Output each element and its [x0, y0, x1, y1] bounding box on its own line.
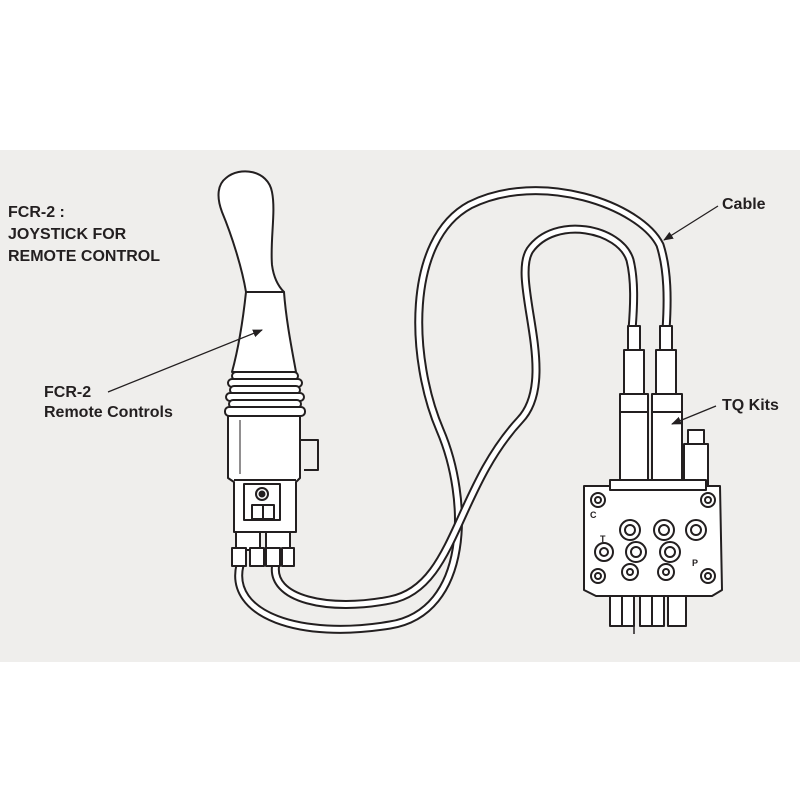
remote-controls-label-line-2: Remote Controls [44, 404, 173, 421]
port-letter-t: T [600, 534, 606, 544]
remote-controls-label-line-1: FCR-2 [44, 384, 92, 401]
title-line-1: FCR-2 : [8, 204, 65, 221]
joystick [217, 170, 319, 567]
cable-leader [663, 205, 719, 241]
joystick-grip [217, 170, 285, 293]
title-line-3: REMOTE CONTROL [8, 248, 160, 265]
tq-kit [619, 325, 683, 481]
title-line-2: JOYSTICK FOR [8, 226, 127, 243]
tq-kits-leader [671, 405, 717, 425]
joystick-shaft [231, 291, 297, 373]
port-letter-p: P [692, 558, 698, 568]
valve-block: C T P [583, 325, 723, 634]
cable [234, 186, 672, 634]
leader-lines [107, 205, 719, 425]
cable-label: Cable [722, 196, 766, 213]
port-letter-c: C [590, 510, 597, 520]
tq-kits-label: TQ Kits [722, 397, 779, 414]
joystick-bellows [224, 371, 306, 417]
remote-controls-leader [107, 329, 263, 393]
